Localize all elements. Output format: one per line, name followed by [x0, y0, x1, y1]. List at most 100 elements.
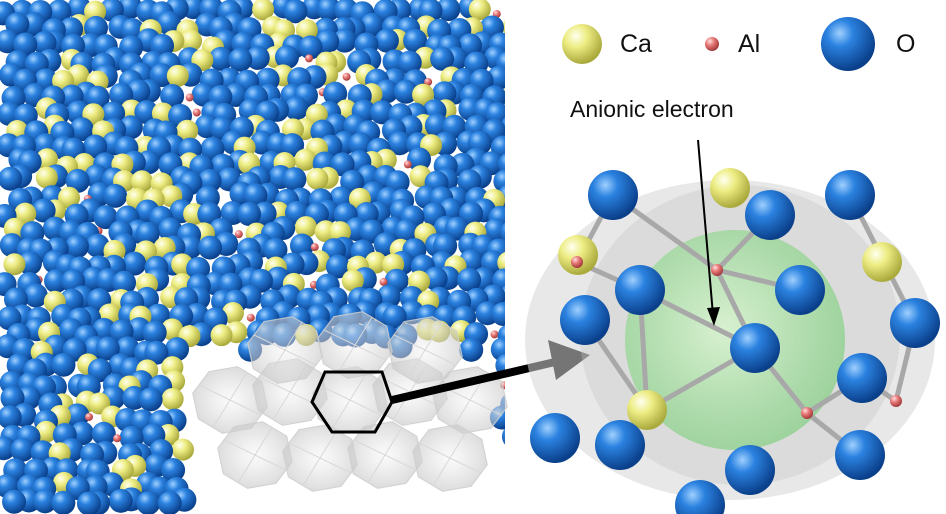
oxygen-atom — [444, 216, 469, 241]
oxygen-atom — [32, 30, 57, 55]
oxygen-atom — [44, 269, 69, 294]
cage-edge — [337, 344, 356, 374]
cage-edge — [424, 321, 443, 351]
calcium-atom — [36, 148, 59, 171]
aluminum-atom — [304, 54, 313, 63]
oxygen-atom — [382, 304, 407, 329]
legend-label-o: O — [896, 29, 916, 58]
calcium-atom — [58, 186, 81, 209]
cage-edge — [198, 384, 231, 401]
oxygen-atom — [407, 147, 432, 172]
calcium-atom — [710, 168, 750, 208]
calcium-atom — [171, 438, 194, 461]
calcium-atom — [306, 167, 329, 190]
cage-edge — [384, 454, 417, 471]
electron-pointer-arrow — [697, 139, 720, 326]
oxygen-atom — [282, 167, 307, 192]
oxygen-atom — [316, 0, 341, 21]
aluminum-legend-icon — [705, 37, 719, 51]
oxygen-atom — [457, 267, 482, 292]
cage-edge — [258, 376, 291, 393]
oxygen-atom — [142, 320, 167, 345]
oxygen-atom — [424, 113, 449, 138]
aluminum-atom — [234, 230, 243, 239]
oxygen-atom — [890, 298, 940, 348]
oxygen-atom — [775, 265, 825, 315]
aluminum-atom — [379, 277, 388, 286]
aluminum-atom — [424, 77, 433, 86]
oxygen-atom — [51, 490, 76, 514]
oxygen-atom — [403, 28, 428, 53]
oxygen-atom — [393, 79, 418, 104]
calcium-legend-icon — [562, 24, 602, 64]
oxygen-atom — [730, 323, 780, 373]
aluminum-atom — [185, 93, 194, 102]
oxygen-atom — [198, 235, 223, 260]
oxygen-atom — [91, 421, 116, 446]
calcium-atom — [364, 251, 387, 274]
oxygen-atom — [186, 256, 211, 281]
aluminum-atom — [801, 407, 813, 419]
cage-edge — [253, 334, 286, 351]
oxygen-atom — [323, 81, 348, 106]
cage-edge — [418, 442, 451, 459]
oxygen-atom — [108, 488, 133, 513]
aluminum-atom — [342, 72, 351, 81]
anionic-electron-label: Anionic electron — [570, 96, 734, 122]
oxygen-atom — [530, 413, 580, 463]
cage-edge — [469, 399, 502, 416]
cage-edge — [254, 454, 287, 471]
oxygen-atom — [112, 270, 137, 295]
calcium-atom — [180, 29, 203, 52]
cage-edge — [254, 426, 273, 456]
legend-icons — [562, 17, 875, 71]
calcium-atom — [161, 387, 184, 410]
oxygen-atom — [725, 445, 775, 495]
cage-edge — [267, 349, 286, 379]
cage-edge — [318, 384, 351, 401]
oxygen-atom — [47, 0, 72, 24]
oxygen-atom — [459, 337, 484, 362]
oxygen-atom — [325, 254, 350, 279]
oxygen-atom — [332, 28, 357, 53]
cage-edge — [302, 457, 321, 487]
oxygen-atom — [588, 170, 638, 220]
cage-edge — [323, 329, 356, 346]
oxygen-atom — [158, 217, 183, 242]
calcium-atom — [130, 170, 153, 193]
oxygen-atom — [615, 265, 665, 315]
oxygen-atom — [499, 222, 505, 243]
cage-edge — [349, 399, 382, 416]
oxygen-atom — [135, 221, 160, 246]
oxygen-legend-icon — [821, 17, 875, 71]
oxygen-atom — [283, 0, 308, 24]
cage-edge — [384, 426, 403, 456]
oxygen-atom — [284, 96, 309, 121]
legend-label-ca: Ca — [620, 29, 652, 58]
oxygen-atom — [394, 218, 419, 243]
calcium-atom — [294, 216, 317, 239]
cage-edge — [349, 371, 368, 401]
oxygen-atom — [0, 405, 22, 430]
aluminum-atom — [571, 256, 583, 268]
cage-edge — [319, 457, 352, 474]
cage-edge — [449, 457, 482, 474]
aluminum-atom — [711, 264, 723, 276]
cage-edge — [432, 457, 451, 487]
oxygen-atom — [21, 12, 46, 37]
calcium-atom — [210, 324, 233, 347]
calcium-atom — [412, 83, 435, 106]
cage-edge — [393, 334, 426, 351]
oxygen-atom — [835, 430, 885, 480]
oxygen-atom — [76, 491, 101, 514]
oxygen-atom — [122, 251, 147, 276]
oxygen-atom — [33, 489, 58, 514]
oxygen-atom — [136, 491, 161, 514]
oxygen-atom — [825, 170, 875, 220]
aluminum-atom — [85, 412, 94, 421]
calcium-atom — [252, 0, 275, 21]
cage-edge — [424, 349, 457, 366]
oxygen-atom — [432, 81, 457, 106]
cage-edge — [229, 399, 262, 416]
oxygen-atom — [374, 28, 399, 53]
